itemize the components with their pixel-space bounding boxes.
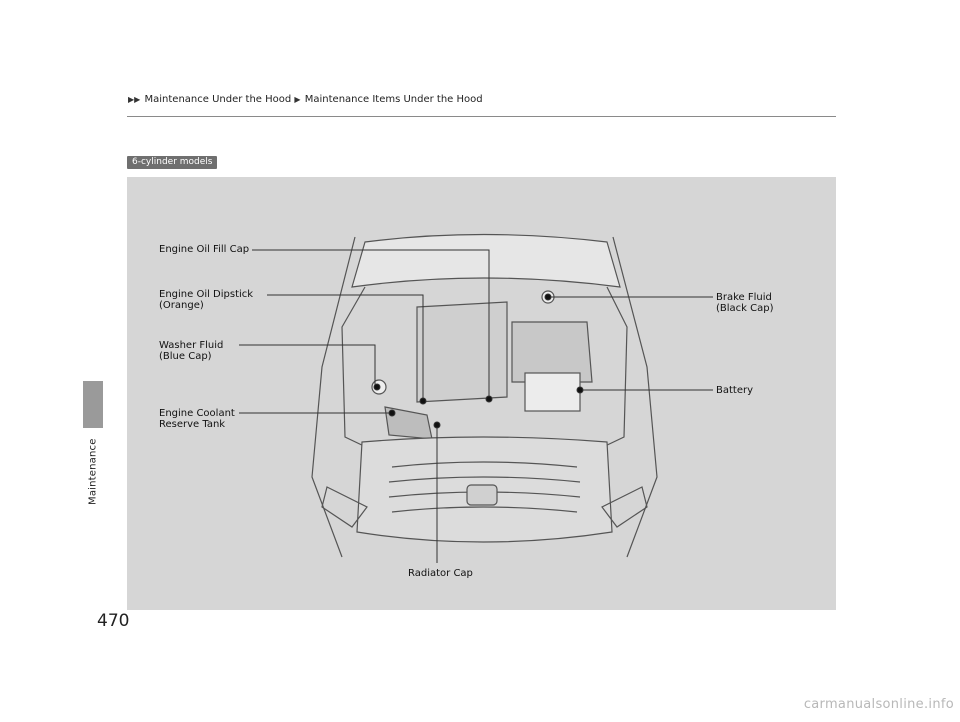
oil-fill-cap-leader xyxy=(252,249,490,397)
breadcrumb-item-2[interactable]: Maintenance Items Under the Hood xyxy=(304,94,483,105)
callout-line: Brake Fluid xyxy=(716,292,772,303)
engine-bay-illustration xyxy=(239,233,713,563)
callout-line: (Black Cap) xyxy=(716,303,774,314)
callout-washer-fluid: Washer Fluid (Blue Cap) xyxy=(159,340,223,362)
fender-left xyxy=(341,286,388,458)
callout-brake-fluid: Brake Fluid (Black Cap) xyxy=(716,292,774,314)
emblem-shape xyxy=(466,484,498,506)
model-badge: 6-cylinder models xyxy=(127,156,218,169)
air-intake xyxy=(511,321,593,383)
callout-line: Radiator Cap xyxy=(408,568,473,579)
headlight-left xyxy=(321,486,368,528)
callout-line: Battery xyxy=(716,385,754,396)
callout-line: Washer Fluid xyxy=(159,340,224,351)
callout-line: Engine Oil Fill Cap xyxy=(159,244,250,255)
engine-cover xyxy=(416,301,508,403)
breadcrumb-arrow-icon: ▶▶ xyxy=(128,95,141,104)
grille-4 xyxy=(391,506,578,513)
breadcrumb-arrow-icon: ▶ xyxy=(294,95,301,104)
grille-2 xyxy=(388,476,581,483)
section-label: Maintenance xyxy=(87,438,99,506)
callout-engine-coolant-reserve-tank: Engine Coolant Reserve Tank xyxy=(159,408,235,430)
callout-line: Engine Oil Dipstick xyxy=(159,289,254,300)
car-body-left xyxy=(311,236,356,558)
header-divider xyxy=(127,116,836,117)
watermark: carmanualsonline.info xyxy=(803,697,954,712)
hood-outline xyxy=(351,233,621,288)
callout-engine-oil-fill-cap: Engine Oil Fill Cap xyxy=(159,244,249,255)
car-body-right xyxy=(612,236,658,558)
section-tab-marker xyxy=(83,381,103,428)
callout-battery: Battery xyxy=(716,385,753,396)
washer-fluid-leader xyxy=(239,344,376,385)
page-number: 470 xyxy=(97,611,130,631)
callout-line: Reserve Tank xyxy=(159,419,226,430)
grille-1 xyxy=(391,461,578,468)
headlight-right xyxy=(601,486,648,528)
callout-line: (Orange) xyxy=(159,300,204,311)
battery-shape xyxy=(524,372,581,412)
engine-bay-figure: Engine Oil Fill Cap Engine Oil Dipstick … xyxy=(127,177,836,610)
breadcrumb: ▶▶ Maintenance Under the Hood ▶ Maintena… xyxy=(128,94,483,105)
callout-radiator-cap: Radiator Cap xyxy=(408,568,473,579)
breadcrumb-item-1[interactable]: Maintenance Under the Hood xyxy=(144,94,292,105)
oil-dipstick-leader xyxy=(267,294,424,399)
callout-line: (Blue Cap) xyxy=(159,351,212,362)
callout-line: Engine Coolant xyxy=(159,408,235,419)
callout-engine-oil-dipstick: Engine Oil Dipstick (Orange) xyxy=(159,289,253,311)
